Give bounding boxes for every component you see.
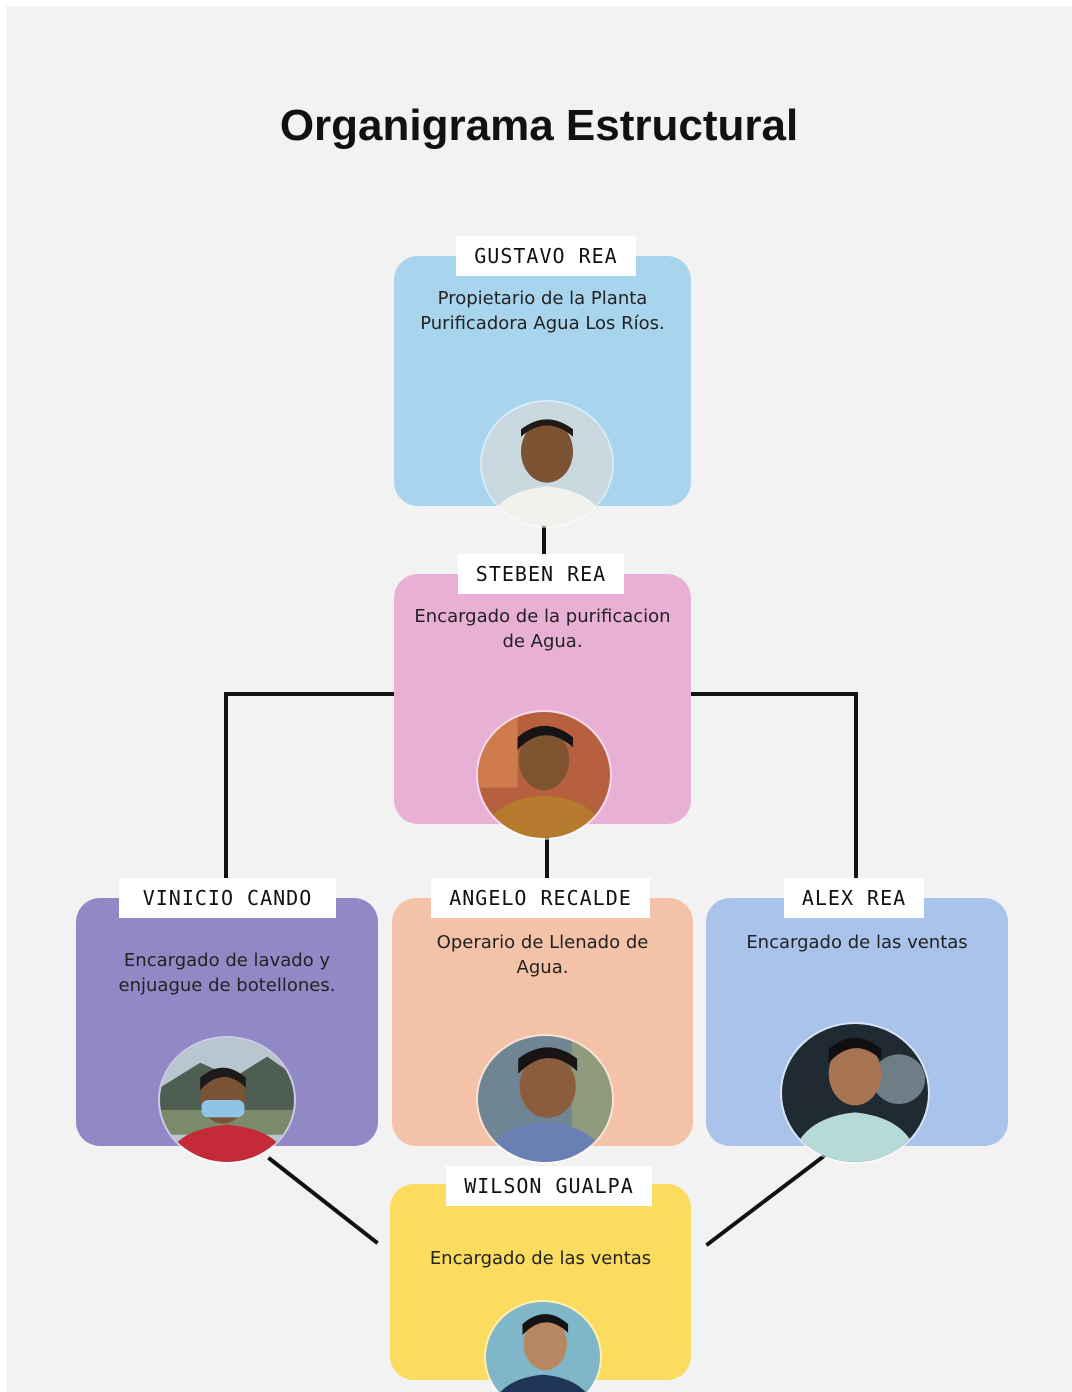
owner-card: Propietario de la Planta Purificadora Ag… — [394, 256, 691, 528]
filling-role: Operario de Llenado de Agua. — [436, 932, 649, 978]
sales-photo-icon — [780, 1022, 930, 1164]
filling-name-tab: ANGELO RECALDE — [431, 878, 650, 918]
owner-role: Propietario de la Planta Purificadora Ag… — [420, 288, 665, 334]
washing-card: Encargado de lavado y enjuague de botell… — [76, 898, 378, 1164]
sales2-role: Encargado de las ventas — [429, 1248, 652, 1269]
page-title: Organigrama Estructural — [279, 101, 799, 150]
connector-lines — [224, 502, 858, 1247]
sales2-photo-icon — [484, 1300, 602, 1392]
sales-role: Encargado de las ventas — [746, 932, 968, 953]
sales2-name-tab: WILSON GUALPA — [446, 1166, 652, 1206]
sales-name-tab: ALEX REA — [784, 878, 924, 918]
filling-card: Operario de Llenado de Agua. — [392, 898, 693, 1164]
manager-photo-icon — [476, 710, 612, 840]
manager-card: Encargado de la purificacion de Agua. — [394, 574, 691, 840]
sales2-card: Encargado de las ventas — [390, 1184, 691, 1392]
filling-photo-icon — [476, 1034, 614, 1164]
owner-photo-icon — [480, 400, 614, 528]
manager-name-tab: STEBEN REA — [458, 554, 624, 594]
manager-role: Encargado de la purificacion de Agua. — [414, 606, 671, 652]
owner-name-tab: GUSTAVO REA — [456, 236, 636, 276]
sales-card: Encargado de las ventas — [706, 898, 1008, 1164]
org-chart-page: Organigrama Estructural Propietario de l… — [6, 6, 1072, 1392]
washing-photo-icon — [158, 1036, 296, 1164]
connector-manager-sales — [688, 692, 858, 880]
washing-name-tab: VINICIO CANDO — [119, 878, 336, 918]
washing-role: Encargado de lavado y enjuague de botell… — [118, 950, 336, 996]
connector-washing-sales2 — [267, 1156, 379, 1245]
connector-manager-washing — [224, 692, 396, 880]
connector-sales-sales2 — [705, 1153, 827, 1247]
